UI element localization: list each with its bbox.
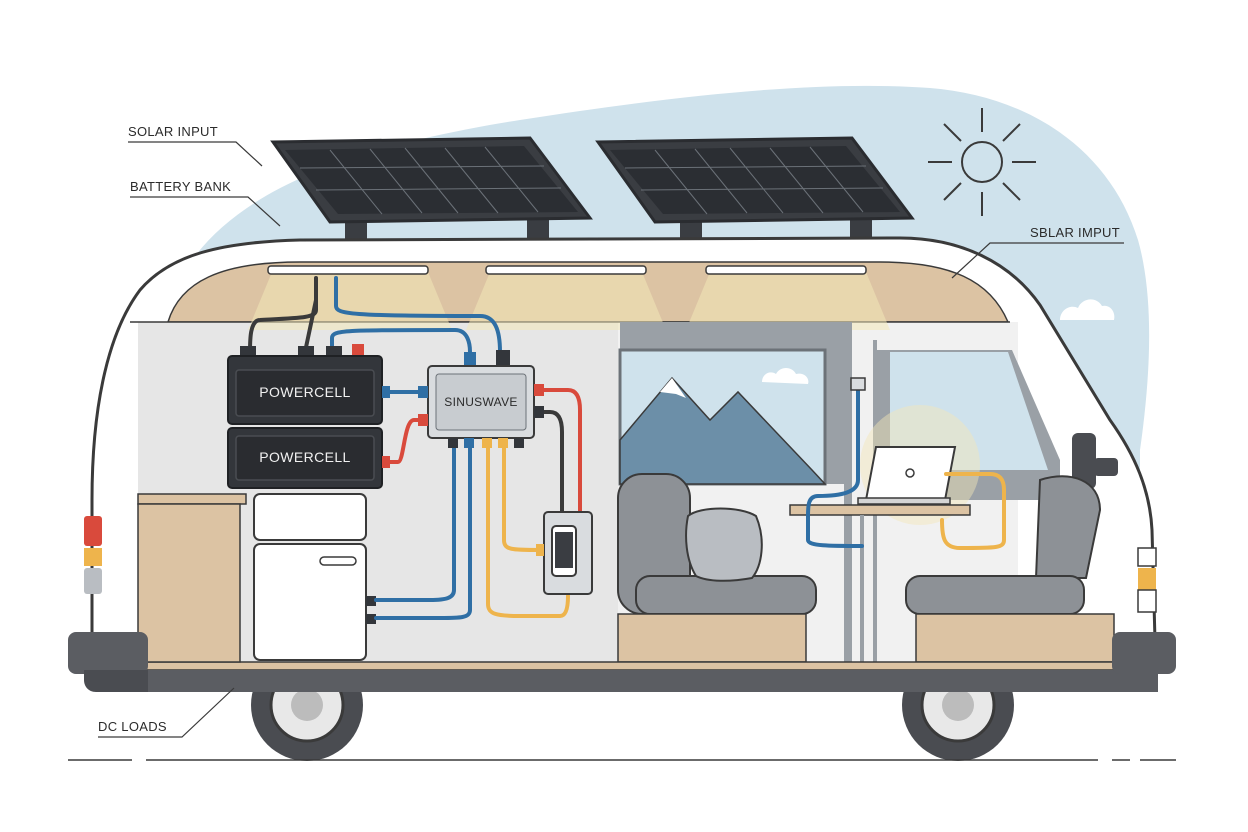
wire-blue-5 [374,436,472,620]
ceiling-lights [248,265,890,330]
front-bumper [1112,547,1176,674]
sun-icon [928,108,1036,216]
rear-bumper [68,516,148,674]
wire-blue-2 [330,327,472,354]
wire-blue-6 [806,388,864,548]
wire-blue-4 [374,436,456,602]
battery-bank: POWERCELL POWERCELL [227,344,390,489]
battery-1-label: POWERCELL [259,384,351,400]
wire-yellow-1 [486,436,570,618]
rear-seat [617,473,817,663]
wiring [248,276,1006,620]
cloud-icon [1060,299,1115,320]
phone-icon [536,511,593,595]
table [789,504,971,662]
callout-solar-input-left: SOLAR INPUT [128,124,218,139]
wire-yellow-2 [502,436,542,552]
callouts: SOLAR INPUT BATTERY BANK SBLAR IMPUT DC … [98,124,1124,738]
wire-yellow-3 [940,472,1006,551]
pillow-icon [685,507,763,582]
inverter-label: SINUSWAVE [444,395,517,409]
wire-red-1 [384,418,430,464]
wire-blue-1 [334,276,502,354]
side-mirror [1072,433,1118,489]
laptop-icon [857,446,957,505]
side-window [618,322,848,486]
wood-cabinet [137,493,247,663]
switch-box [850,377,866,391]
fridge-icon [253,493,376,661]
wire-dark-3 [538,410,564,514]
side-skirt [84,670,148,692]
undercarriage [148,670,1158,692]
wire-dark-2 [303,298,318,354]
solar-panel-icon [299,146,562,215]
callout-solar-input-right: SBLAR IMPUT [1030,225,1120,240]
battery-2-label: POWERCELL [259,449,351,465]
solar-panel-left [270,136,593,240]
front-seat [905,475,1115,663]
callout-dc-loads: DC LOADS [98,719,167,734]
wire-red-2 [538,388,582,514]
floor [137,661,1149,671]
callout-battery-bank: BATTERY BANK [130,179,231,194]
solar-panel-right [595,136,915,240]
inverter: SINUSWAVE [418,350,544,448]
